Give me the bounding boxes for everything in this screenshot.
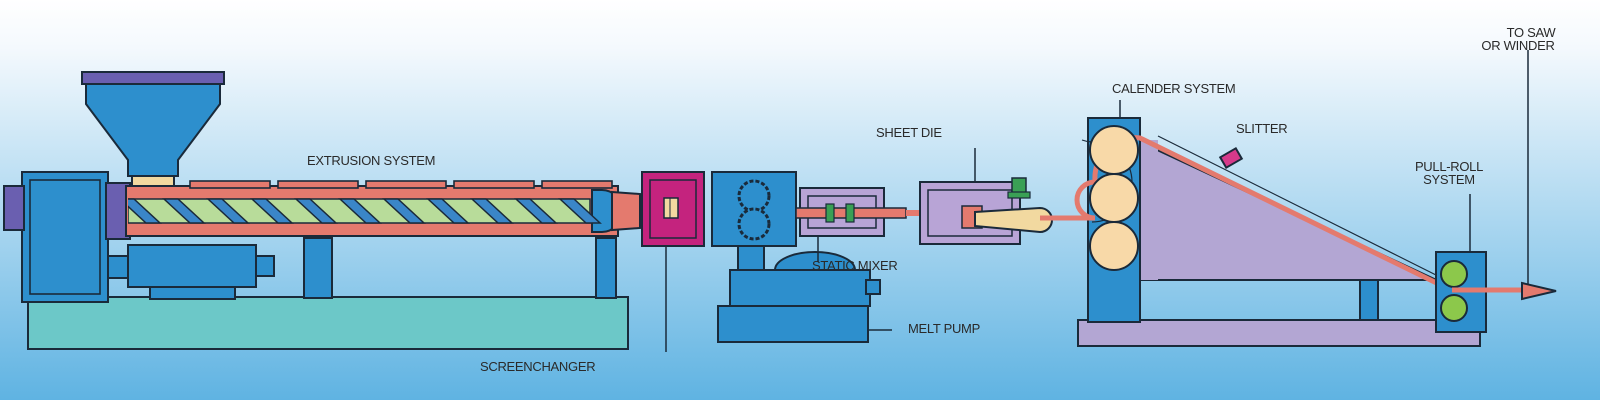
gearbox [21,171,109,303]
label-sheet-die: SHEET DIE [876,125,942,140]
label-screenchanger: SCREENCHANGER [480,359,596,374]
calender-roll [1089,125,1139,175]
pump-motor [729,269,871,307]
pump-base [717,305,869,343]
extruder-leg [303,237,333,299]
screw-flight [206,198,250,224]
label-static-mixer: STATIC MIXER [812,258,898,273]
label-to-saw-line1: TO SAW [1506,25,1556,40]
screw-flight [338,198,382,224]
hopper [81,71,225,187]
label-slitter: SLITTER [1236,121,1288,136]
screw-flight [426,198,470,224]
gearbox-inner [29,179,101,295]
label-to-saw-line2: OR WINDER [1481,38,1555,53]
calender-roll [1089,173,1139,223]
static-mixer [795,187,907,262]
screw-flight [514,198,558,224]
calender-base [1077,319,1481,347]
gearbox-cap [3,185,25,231]
screw-flight [470,198,514,224]
screw-flight [382,198,426,224]
screw [128,198,602,224]
pump-motor-shaft [865,279,881,295]
calender-frame-body [1140,140,1158,280]
screenchanger [641,171,705,352]
hopper-cap [81,71,225,85]
calender-stand-leg [1359,279,1379,321]
extruder-leg [595,237,617,299]
drive-motor [127,244,257,288]
label-pull-roll-line1: PULL-ROLL [1414,159,1484,174]
calender-roll [1089,221,1139,271]
screw-flight [558,198,602,224]
screw-flight [162,198,206,224]
drive-motor-foot [149,286,236,300]
label-extrusion-system: EXTRUSION SYSTEM [307,153,436,168]
screw-flight [250,198,294,224]
pump-drive-column [737,245,765,271]
heater-bands [189,180,613,189]
label-to-saw: TO SAW OR WINDER [1468,26,1568,52]
extruder-base [27,296,629,350]
adapter [611,190,641,232]
pump-gear [737,207,771,241]
extruder [3,171,629,350]
pump-gear [737,179,771,213]
label-pull-roll-line2: SYSTEM [1423,172,1475,187]
label-calender-system: CALENDER SYSTEM [1112,81,1236,96]
screw-flight [128,198,162,224]
slitter [1218,146,1244,170]
drive-motor-shaft [255,255,275,277]
label-pull-roll: PULL-ROLL SYSTEM [1412,160,1486,186]
hopper-throat [131,175,175,187]
label-melt-pump: MELT PUMP [908,321,980,336]
hopper-body [85,83,221,177]
calender-system [1040,100,1481,347]
output-arrow [1452,50,1557,301]
sheet-die [906,148,1053,245]
screw-flight [294,198,338,224]
